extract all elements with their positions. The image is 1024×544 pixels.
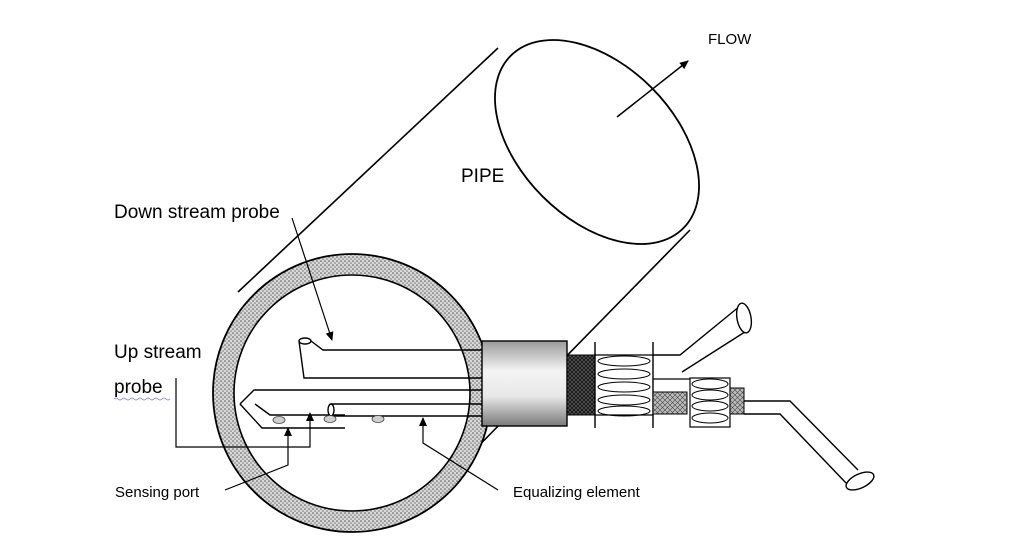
pipe-label: PIPE <box>461 166 504 187</box>
coil-section-upper <box>594 342 654 428</box>
flow-arrow <box>616 60 689 118</box>
spellcheck-squiggle <box>113 397 171 401</box>
sensing-port-label: Sensing port <box>115 484 200 501</box>
up-stream-probe-label-line2: probe <box>114 377 163 398</box>
pipe-outlet-ellipse <box>494 39 700 245</box>
lower-outlet-tube <box>744 400 875 491</box>
probe-tubes <box>239 337 485 429</box>
sensing-ports <box>272 415 385 424</box>
mesh-sleeve <box>652 391 688 415</box>
up-stream-probe-label-line1: Up stream <box>114 342 202 363</box>
leader-lines <box>175 217 499 491</box>
equalizing-element-label: Equalizing element <box>513 484 641 501</box>
dark-sleeve <box>566 354 596 416</box>
probe-collar <box>481 340 568 427</box>
down-stream-probe-label: Down stream probe <box>114 202 280 223</box>
pipe-cross-section <box>212 253 492 533</box>
upper-outlet-tube <box>653 302 753 373</box>
coil-section-lower <box>689 377 731 428</box>
flow-label: FLOW <box>708 31 752 48</box>
